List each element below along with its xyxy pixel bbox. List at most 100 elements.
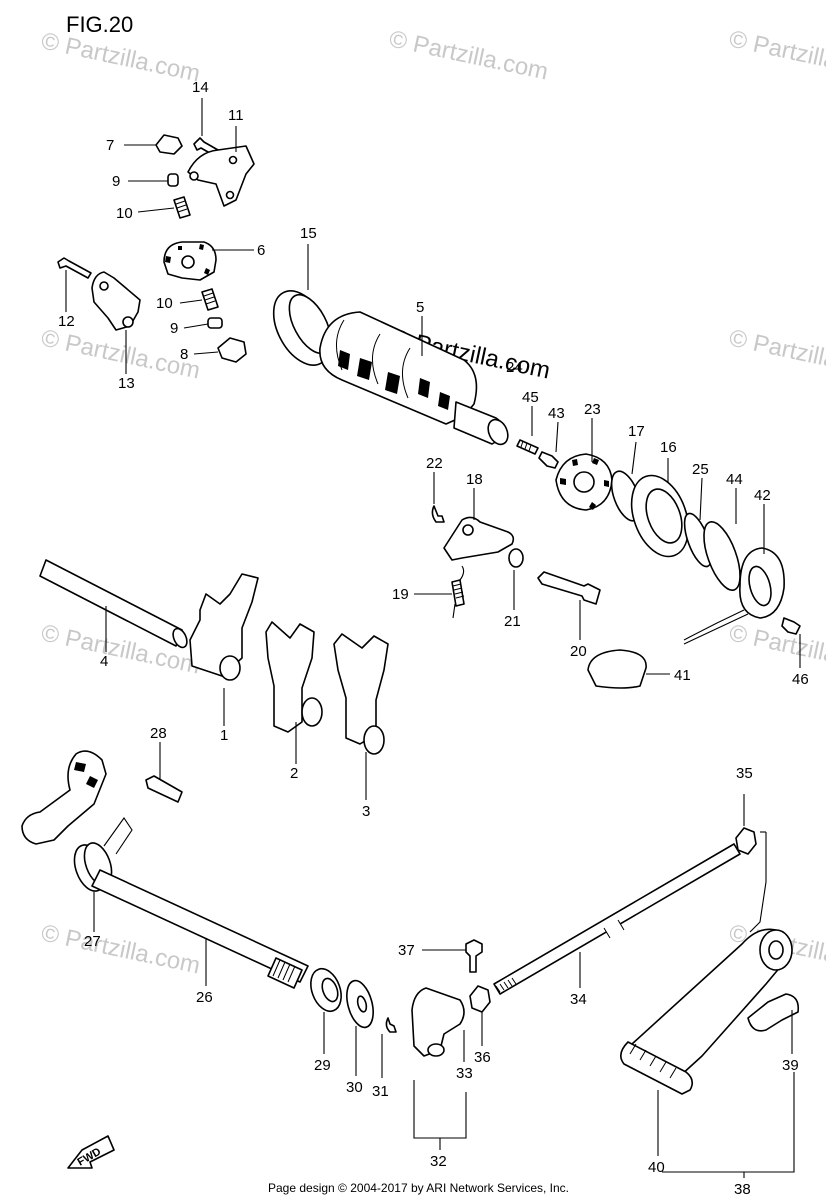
part-7-stopper xyxy=(155,134,183,155)
part-28-bolt xyxy=(145,775,183,803)
callout-6: 6 xyxy=(257,242,265,259)
part-31-clip xyxy=(385,1017,397,1033)
part-11-plate xyxy=(187,145,255,207)
watermark: © Partzilla.com xyxy=(387,25,551,85)
part-9-pin xyxy=(207,317,223,329)
pawl-hole xyxy=(462,524,474,536)
callout-16: 16 xyxy=(660,439,677,456)
callout-39: 39 xyxy=(782,1057,799,1074)
callout-42: 42 xyxy=(754,487,771,504)
leader-lines xyxy=(65,98,801,1178)
callout-4: 4 xyxy=(100,653,108,670)
callout-10b: 10 xyxy=(156,295,173,312)
callout-1: 1 xyxy=(220,727,228,744)
callout-29: 29 xyxy=(314,1057,331,1074)
fork-boss xyxy=(363,725,385,755)
watermark: © Partzilla.com xyxy=(39,919,203,979)
bearing-inner xyxy=(321,977,339,1003)
callout-45: 45 xyxy=(522,389,539,406)
callout-46: 46 xyxy=(792,671,809,688)
gearshift-cam-drum xyxy=(272,290,509,446)
part-9-pin xyxy=(167,173,179,187)
gear-shift-stopper-group xyxy=(57,134,255,363)
washer-hole xyxy=(356,995,368,1013)
callout-23: 23 xyxy=(584,401,601,418)
part-10-spring xyxy=(201,288,219,311)
callout-35: 35 xyxy=(736,765,753,782)
callout-32: 32 xyxy=(430,1153,447,1170)
callout-15: 15 xyxy=(300,225,317,242)
part-5-cam-drum xyxy=(319,311,478,425)
plate-hole xyxy=(225,190,235,200)
part-26-shift-shaft xyxy=(91,869,309,983)
callout-40: 40 xyxy=(648,1159,665,1176)
lever-hole xyxy=(122,316,134,328)
plate-hole xyxy=(228,155,238,165)
part-41-cap xyxy=(587,649,647,689)
part-22-clip xyxy=(431,505,445,523)
part-44-o-ring xyxy=(703,521,741,591)
callout-13: 13 xyxy=(118,375,135,392)
callout-7: 7 xyxy=(106,137,114,154)
callout-37: 37 xyxy=(398,942,415,959)
part-46-screw xyxy=(781,617,801,635)
part-21-washer xyxy=(508,548,524,568)
callout-9a: 9 xyxy=(112,173,120,190)
part-34-rod xyxy=(493,843,741,995)
page-footer: Page design © 2004-2017 by ARI Network S… xyxy=(268,1181,569,1195)
callout-11: 11 xyxy=(228,107,244,124)
bearing-inner xyxy=(645,488,683,544)
callout-34: 34 xyxy=(570,991,587,1008)
lever-hole xyxy=(99,281,109,291)
plate-hole xyxy=(189,171,199,181)
callout-10a: 10 xyxy=(116,205,133,222)
switch-face xyxy=(748,565,772,607)
callout-9b: 9 xyxy=(170,320,178,337)
part-37-bolt xyxy=(465,939,483,973)
callout-12: 12 xyxy=(58,313,75,330)
shift-pawl-group xyxy=(431,505,601,619)
fork-boss xyxy=(301,697,323,727)
watermark: © Partzilla.com xyxy=(727,619,826,679)
arm-end xyxy=(427,1043,445,1057)
callout-3: 3 xyxy=(362,803,370,820)
callout-41: 41 xyxy=(674,667,691,684)
callouts: 1 2 3 4 5 6 7 8 9 9 10 10 11 12 13 14 15… xyxy=(58,79,809,1198)
part-39-bolt xyxy=(747,993,800,1032)
part-10-spring xyxy=(173,196,191,219)
part-12-bolt xyxy=(57,257,92,279)
part-20-bolt xyxy=(537,571,601,605)
callout-25: 25 xyxy=(692,461,709,478)
cam-hub xyxy=(181,255,195,269)
part-18-pawl xyxy=(443,516,515,561)
cam-hub xyxy=(573,471,595,493)
shift-forks-group xyxy=(39,559,389,755)
watermarks: © Partzilla.com © Partzilla.com © Partzi… xyxy=(39,25,826,979)
part-35-nut xyxy=(735,827,757,855)
part-8-stopper xyxy=(217,337,247,363)
callout-36: 36 xyxy=(474,1049,491,1066)
figure-title: FIG.20 xyxy=(66,12,133,37)
callout-20: 20 xyxy=(570,643,587,660)
shaft-spline xyxy=(267,957,303,989)
watermark: © Partzilla.com xyxy=(727,25,826,85)
part-1-shift-fork xyxy=(189,573,259,677)
callout-14: 14 xyxy=(192,79,209,96)
callout-17: 17 xyxy=(628,423,645,440)
watermark: © Partzilla.com xyxy=(727,324,826,384)
callout-26: 26 xyxy=(196,989,213,1006)
callout-38: 38 xyxy=(734,1181,751,1198)
callout-18: 18 xyxy=(466,471,483,488)
part-4-fork-shaft xyxy=(39,559,183,647)
callout-31: 31 xyxy=(372,1083,389,1100)
drum-bearing-cluster xyxy=(516,439,801,645)
callout-28: 28 xyxy=(150,725,167,742)
part-45-spring xyxy=(516,439,539,455)
callout-5: 5 xyxy=(416,299,424,316)
fwd-arrow: FWD xyxy=(67,1135,115,1169)
callout-19: 19 xyxy=(392,586,409,603)
part-43-pin xyxy=(538,451,559,469)
callout-43: 43 xyxy=(548,405,565,422)
gearshift-shaft-group xyxy=(21,750,309,989)
